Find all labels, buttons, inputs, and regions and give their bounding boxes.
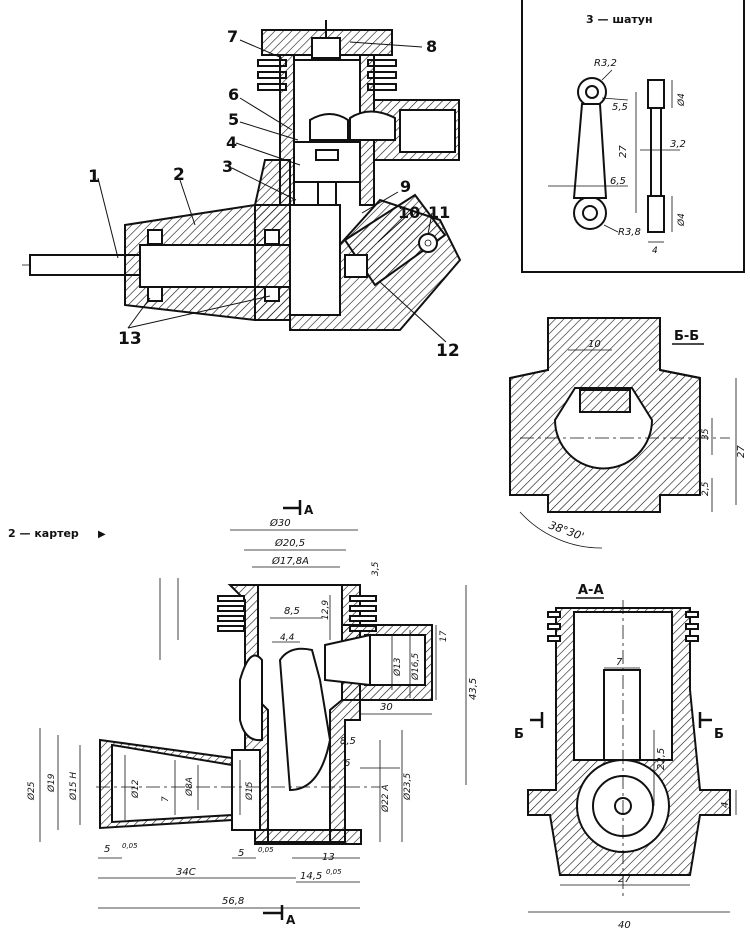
section-mark-b-right: Б xyxy=(714,727,724,742)
crankcase-dim-5-mid: 5 xyxy=(238,848,244,859)
crankcase-dim-d15: Ø15 xyxy=(244,781,255,801)
conrod-title: 3 — шатун xyxy=(586,13,653,26)
crankcase-dim-d13: Ø13 xyxy=(392,657,403,677)
crankcase-dim-17: 17 xyxy=(439,630,449,642)
label-5: 5 xyxy=(228,110,239,129)
section-aa-drawing: А-А Б Б 7 22,5 4 27 40 xyxy=(514,583,737,931)
label-4: 4 xyxy=(226,133,237,152)
section-aa-fins xyxy=(547,611,699,642)
label-10: 10 xyxy=(398,203,420,222)
crankcase-dim-7: 7 xyxy=(161,796,171,802)
crankcase-fins xyxy=(217,595,377,632)
crankcase-dim-tol-right: 0,05 xyxy=(326,868,342,876)
crankshaft xyxy=(29,254,141,276)
crankcase-dim-6: 6 xyxy=(344,758,350,769)
conrod-dim-65: 6,5 xyxy=(610,176,626,187)
label-6: 6 xyxy=(228,85,239,104)
crankcase-dim-d12: Ø12 xyxy=(130,779,141,799)
crankcase-dim-d165: Ø16,5 xyxy=(410,653,421,681)
crankcase-dim-d235: Ø23,5 xyxy=(402,773,413,801)
crankcase-dim-d22a: Ø22 А xyxy=(380,784,391,813)
section-bb-dim-10: 10 xyxy=(588,339,601,350)
section-aa-dim-40: 40 xyxy=(618,920,631,931)
section-mark-a-top: А xyxy=(304,503,314,517)
label-1: 1 xyxy=(88,167,100,187)
section-aa-title: А-А xyxy=(578,583,604,598)
crank-disc xyxy=(289,204,341,316)
engine-assembly-drawing: 1 2 3 4 5 6 7 8 9 10 11 12 13 xyxy=(22,20,462,361)
crankcase-dim-d30: Ø30 xyxy=(269,517,291,529)
crankcase-dim-129: 12,9 xyxy=(321,600,331,620)
section-aa-dim-225: 22,5 xyxy=(656,748,667,770)
crankcase-dim-d15h: Ø15 Н xyxy=(68,772,79,801)
crankcase-dim-5-left: 5 xyxy=(104,844,110,855)
crankcase-dim-d19: Ø19 xyxy=(46,773,57,793)
section-bb-drawing: Б-Б 10 35 27 2,5 38°30' xyxy=(509,317,747,549)
crankcase-dim-85-mid: 8,5 xyxy=(340,736,356,747)
crankcase-dim-34c: 34С xyxy=(176,867,196,878)
conrod-dim-r32: R3,2 xyxy=(594,58,617,69)
crankcase-dim-568: 56,8 xyxy=(222,896,244,907)
section-bb-title: Б-Б xyxy=(674,329,699,344)
label-2: 2 xyxy=(173,165,185,185)
crankcase-drawing: 2 — картер ▶ А А xyxy=(8,500,479,927)
piston xyxy=(293,141,361,183)
section-mark-a-bottom: А xyxy=(286,913,296,927)
crankcase-dim-145: 14,5 xyxy=(300,871,322,882)
crankcase-dim-30: 30 xyxy=(380,702,393,713)
crankcase-dim-85-top: 8,5 xyxy=(284,606,300,617)
deflector xyxy=(309,113,349,141)
conrod-dim-d4-top: Ø4 xyxy=(676,93,687,107)
crankcase-dim-435: 43,5 xyxy=(468,678,479,700)
label-12: 12 xyxy=(436,341,460,361)
label-11: 11 xyxy=(428,203,450,222)
conrod-dim-32: 3,2 xyxy=(670,139,686,150)
conrod-dim-d4-bottom: Ø4 xyxy=(676,213,687,227)
crankcase-dim-d25: Ø25 xyxy=(26,781,37,801)
section-bb-dim-35: 35 xyxy=(701,428,711,440)
crankcase-dim-d8a: Ø8А xyxy=(184,777,195,797)
conrod-dim-27: 27 xyxy=(618,145,629,158)
crankcase-dim-44: 4,4 xyxy=(280,633,295,643)
conrod-dim-r38: R3,8 xyxy=(618,227,641,238)
label-7: 7 xyxy=(227,27,238,46)
crankcase-dim-35: 3,5 xyxy=(371,561,381,576)
crankcase-title: 2 — картер xyxy=(8,527,79,540)
section-aa-dim-7: 7 xyxy=(616,657,623,668)
svg-text:▶: ▶ xyxy=(98,529,106,540)
conrod-detail: 3 — шатун R3,2 5,5 27 6,5 R3,8 3,2 Ø4 Ø4… xyxy=(521,0,745,273)
label-8: 8 xyxy=(426,37,437,56)
label-3: 3 xyxy=(222,157,233,176)
needle-valve xyxy=(418,233,438,253)
section-bb-dim-27: 27 xyxy=(736,445,747,458)
label-13: 13 xyxy=(118,329,142,349)
section-bb-dim-angle: 38°30' xyxy=(547,519,586,544)
crankcase-dim-d205: Ø20,5 xyxy=(274,537,305,549)
crankcase-dim-13: 13 xyxy=(322,852,335,863)
conrod-dim-4: 4 xyxy=(652,246,658,256)
crankcase-dim-tol-mid: 0,05 xyxy=(258,846,274,854)
label-9: 9 xyxy=(400,177,411,196)
section-bb-dim-25: 2,5 xyxy=(701,481,711,496)
section-aa-dim-27: 27 xyxy=(618,874,631,885)
section-aa-dim-4: 4 xyxy=(720,802,731,808)
section-mark-b-left: Б xyxy=(514,727,524,742)
crankcase-dim-d178a: Ø17,8А xyxy=(271,555,309,567)
crankcase-dim-tol-left: 0,05 xyxy=(122,842,138,850)
conrod-dim-55: 5,5 xyxy=(612,102,628,113)
